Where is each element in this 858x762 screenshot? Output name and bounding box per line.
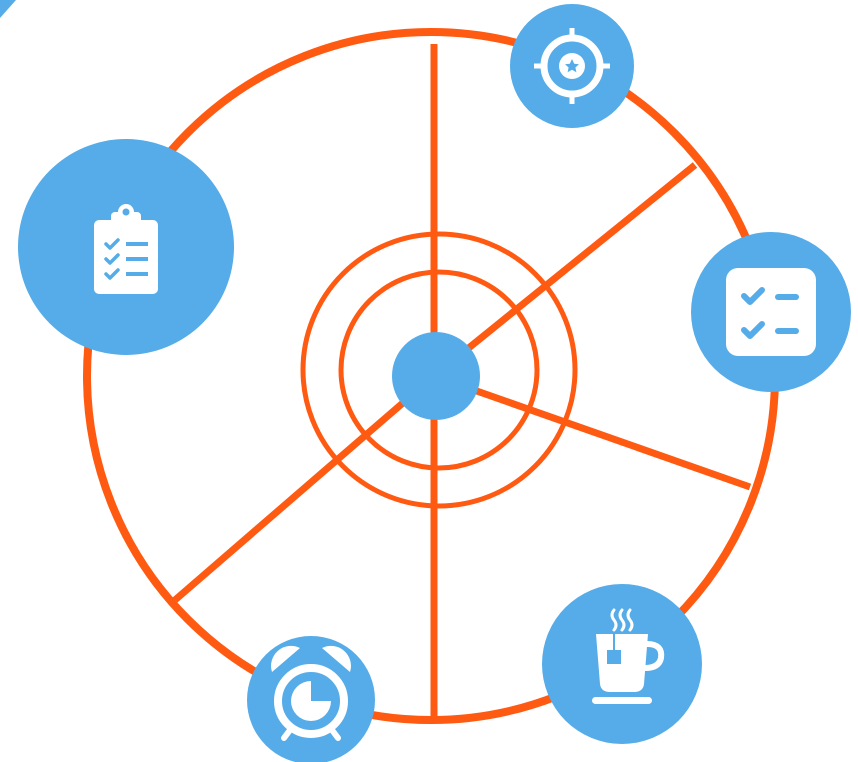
hub-dot: [392, 332, 480, 420]
target-icon: [534, 28, 610, 104]
spoke-upper-right: [431, 162, 698, 379]
node-target: [510, 4, 634, 128]
spoke-lower-left: [172, 373, 437, 603]
node-checklist: [691, 232, 851, 392]
inner-ring-outer: [300, 231, 578, 509]
node-alarm: [247, 636, 375, 762]
alarm-clock-icon: [271, 645, 351, 741]
spokes: [172, 44, 752, 718]
tea-cup-icon: [592, 608, 665, 704]
inner-ring-inner: [338, 269, 540, 471]
checklist-icon: [726, 268, 816, 356]
node-tea: [542, 584, 702, 744]
clipboard-icon: [94, 204, 158, 294]
spoke-lower-right: [432, 372, 752, 491]
node-clipboard: [18, 139, 234, 355]
corner-accent: [0, 0, 16, 18]
